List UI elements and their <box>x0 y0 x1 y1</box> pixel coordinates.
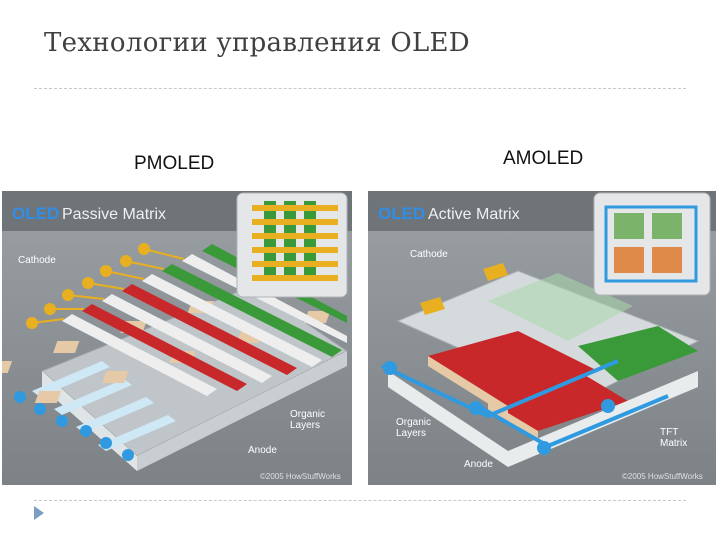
passive-matrix-inset <box>236 192 348 298</box>
slide-title: Технологии управления OLED <box>44 28 470 58</box>
amoled-caption: AMOLED <box>503 148 584 169</box>
amoled-label-cathode: Cathode <box>410 249 448 260</box>
title-divider <box>34 88 686 89</box>
pmoled-caption: PMOLED <box>134 153 215 174</box>
active-matrix-inset <box>593 192 711 296</box>
pmoled-header-title: Passive Matrix <box>62 206 166 223</box>
amoled-header-oled: OLED <box>378 204 425 223</box>
pmoled-label-anode: Anode <box>248 445 277 456</box>
anode-strips <box>32 361 176 451</box>
cathode-tabs <box>420 263 508 315</box>
bullet-triangle-icon <box>34 506 44 520</box>
amoled-label-anode: Anode <box>464 459 493 470</box>
pmoled-illustration: OLED Passive Matrix <box>2 191 352 485</box>
amoled-header-title: Active Matrix <box>428 206 520 223</box>
amoled-diagram: OLED Active Matrix <box>368 191 716 485</box>
cathode-connectors <box>26 243 185 329</box>
footer-divider <box>34 500 686 501</box>
amoled-copyright: ©2005 HowStuffWorks <box>622 472 703 481</box>
pmoled-header-oled: OLED <box>12 204 59 223</box>
pmoled-copyright: ©2005 HowStuffWorks <box>260 472 341 481</box>
anode-connectors <box>14 391 134 461</box>
amoled-illustration: OLED Active Matrix <box>368 191 716 485</box>
pmoled-label-cathode: Cathode <box>18 255 56 266</box>
pmoled-diagram: OLED Passive Matrix <box>2 191 352 485</box>
tft-bus-lines <box>381 359 669 455</box>
